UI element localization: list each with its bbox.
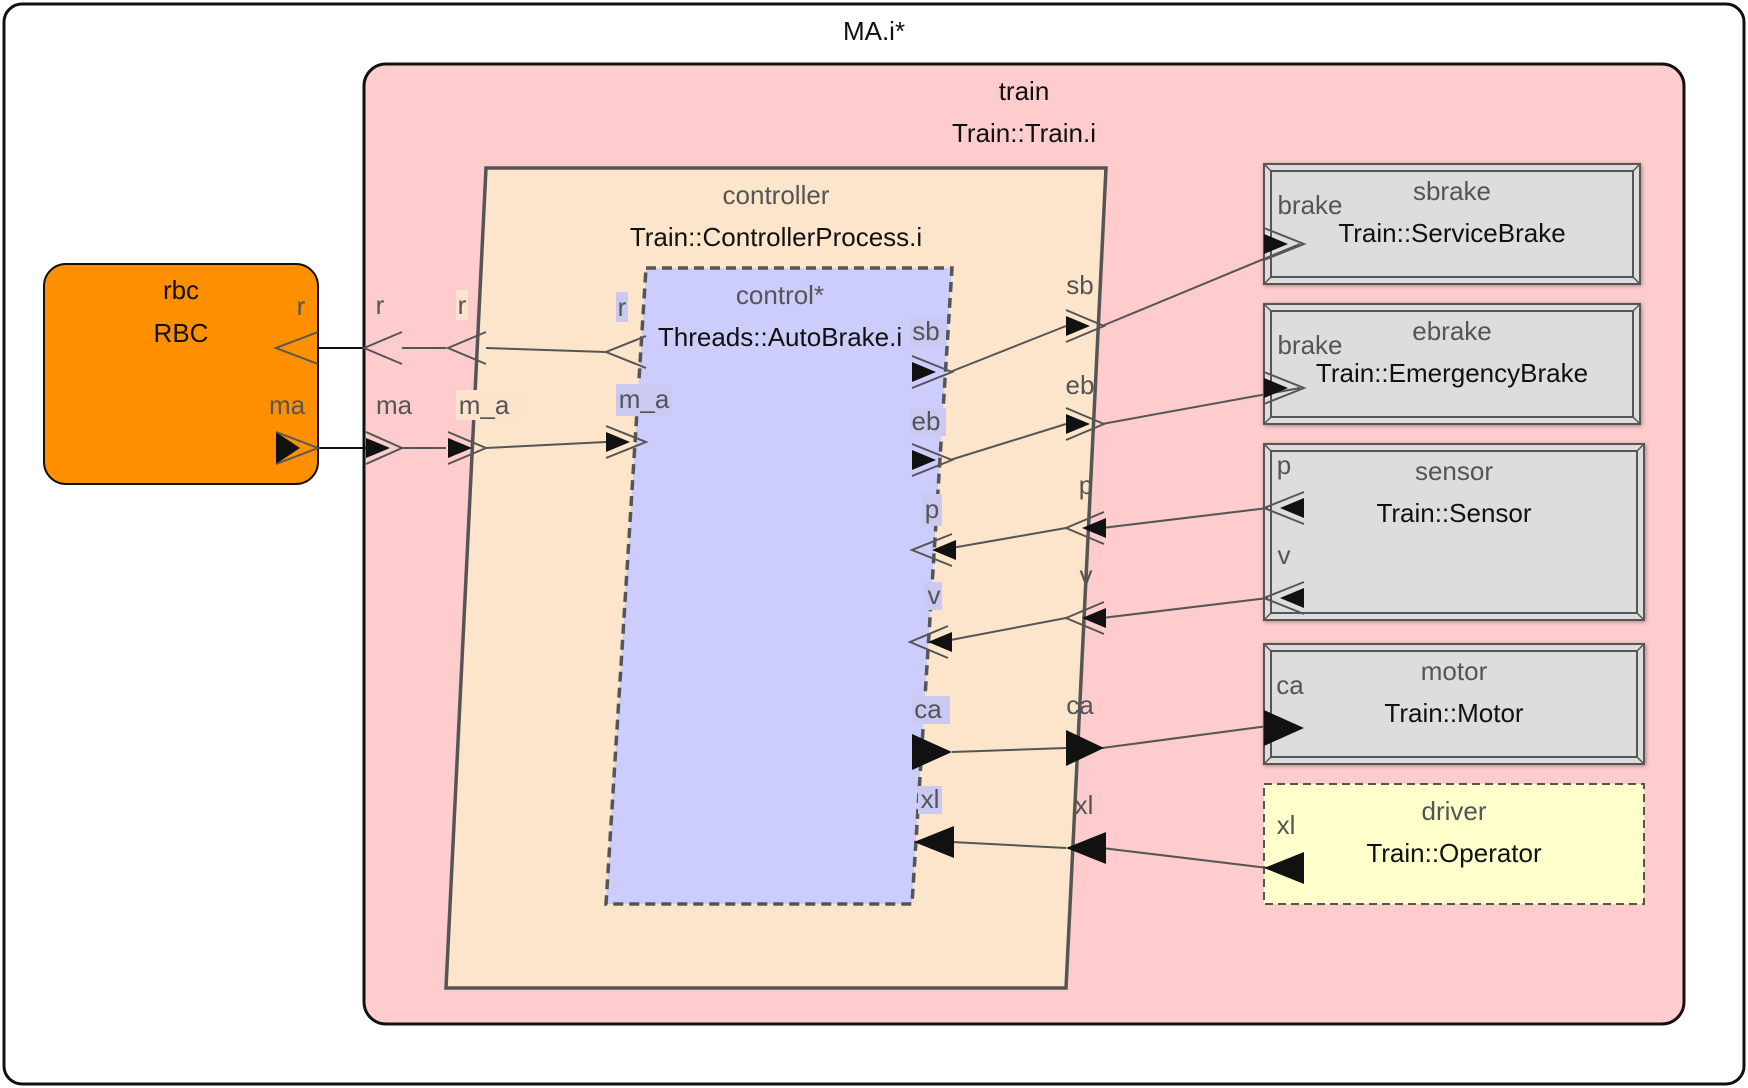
sensor-port-v-icon[interactable]: [1261, 581, 1305, 615]
ebrake-port-brake-icon[interactable]: [1263, 371, 1307, 405]
controller-port-r-icon[interactable]: [445, 331, 487, 365]
controller-port-sb-icon[interactable]: [1065, 309, 1107, 343]
control-port-v-label: v: [928, 580, 941, 610]
control-port-ca-label: ca: [914, 694, 942, 724]
connection-control-xl[interactable]: [951, 841, 1067, 849]
sbrake-port-label: brake: [1277, 190, 1342, 220]
controller-port-m_a-label: m_a: [459, 390, 510, 420]
rbc-box[interactable]: [43, 263, 319, 485]
rbc-port-r-icon[interactable]: [273, 331, 319, 365]
train-port-r-icon[interactable]: [361, 331, 403, 365]
controller-port-xl-icon[interactable]: [1066, 832, 1106, 864]
control-port-xl-label: xl: [921, 784, 940, 814]
controller-port-xl-label: xl: [1075, 790, 1094, 820]
controller-name: controller: [723, 180, 830, 210]
ebrake-port-label: brake: [1277, 330, 1342, 360]
rbc-name: rbc: [163, 275, 199, 305]
connection-control-ca[interactable]: [951, 747, 1067, 753]
sbrake-device[interactable]: [1263, 163, 1641, 285]
sensor-port-v-label: v: [1278, 540, 1291, 570]
driver-port-xl-icon[interactable]: [1264, 852, 1304, 884]
sbrake-name: sbrake: [1413, 176, 1491, 206]
control-port-xl-icon[interactable]: [914, 826, 954, 858]
sbrake-type: Train::ServiceBrake: [1338, 218, 1565, 248]
sbrake-port-brake-icon[interactable]: [1263, 227, 1307, 261]
control-type: Threads::AutoBrake.i: [658, 322, 902, 352]
motor-type: Train::Motor: [1384, 698, 1524, 728]
controller-port-p-icon[interactable]: [1063, 511, 1106, 545]
control-port-sb-icon[interactable]: [911, 355, 955, 389]
rbc-port-ma-icon[interactable]: [275, 431, 321, 465]
train-name: train: [999, 76, 1050, 106]
ebrake-device[interactable]: [1263, 303, 1641, 425]
driver-name: driver: [1421, 796, 1486, 826]
system-title: MA.i*: [843, 16, 905, 46]
connection-controller-v[interactable]: [939, 617, 1067, 643]
connection-controller-sb[interactable]: [1101, 243, 1301, 327]
train-port-r-label: r: [376, 290, 385, 320]
connection-sensor-v[interactable]: [1101, 597, 1269, 619]
sensor-type: Train::Sensor: [1376, 498, 1531, 528]
connection-controller-ca[interactable]: [1101, 725, 1269, 749]
rbc-port-r-label: r: [297, 291, 306, 321]
driver-port-label: xl: [1277, 810, 1296, 840]
motor-port-ca-icon[interactable]: [1264, 710, 1304, 746]
connection-control-sb[interactable]: [949, 325, 1067, 373]
connection-controller-p[interactable]: [939, 527, 1067, 551]
ebrake-name: ebrake: [1412, 316, 1492, 346]
sensor-name: sensor: [1415, 456, 1493, 486]
driver-type: Train::Operator: [1366, 838, 1542, 868]
control-port-sb-label: sb: [912, 316, 939, 346]
control-port-r-icon[interactable]: [603, 335, 647, 369]
train-port-ma-icon[interactable]: [365, 431, 405, 465]
control-port-p-label: p: [925, 494, 939, 524]
control-port-r-label: r: [618, 292, 627, 322]
controller-port-ca-label: ca: [1066, 690, 1094, 720]
control-port-v-icon[interactable]: [907, 625, 952, 659]
controller-port-ca-icon[interactable]: [1066, 730, 1104, 766]
controller-port-p-label: p: [1079, 470, 1093, 500]
connection-controller-m_a[interactable]: [485, 441, 607, 449]
control-port-ca-icon[interactable]: [912, 734, 952, 770]
connection-control-eb[interactable]: [949, 423, 1067, 461]
control-port-p-icon[interactable]: [909, 533, 956, 567]
connection-controller-r[interactable]: [485, 347, 607, 353]
controller-port-r-label: r: [458, 290, 467, 320]
sensor-port-p-label: p: [1277, 450, 1291, 480]
control-port-m_a-icon[interactable]: [605, 425, 649, 459]
controller-port-sb-label: sb: [1066, 270, 1093, 300]
driver-box[interactable]: [1263, 783, 1645, 905]
control-port-eb-icon[interactable]: [911, 443, 955, 477]
rbc-type: RBC: [154, 318, 209, 348]
controller-port-v-label: v: [1080, 560, 1093, 590]
control-thread-box[interactable]: [604, 266, 954, 906]
ebrake-type: Train::EmergencyBrake: [1316, 358, 1588, 388]
controller-port-eb-icon[interactable]: [1065, 407, 1107, 441]
controller-port-v-icon[interactable]: [1063, 601, 1106, 635]
control-port-m_a-label: m_a: [619, 384, 670, 414]
motor-port-label: ca: [1276, 670, 1304, 700]
connection-sensor-p[interactable]: [1101, 507, 1269, 529]
rbc-port-ma-label: ma: [269, 390, 306, 420]
motor-device[interactable]: [1263, 643, 1645, 765]
sensor-device[interactable]: [1263, 443, 1645, 621]
train-type: Train::Train.i: [952, 118, 1096, 148]
control-port-eb-label: eb: [912, 406, 941, 436]
connection-driver-xl[interactable]: [1101, 847, 1269, 869]
train-port-ma-label: ma: [376, 390, 413, 420]
controller-port-eb-label: eb: [1066, 370, 1095, 400]
control-name: control*: [736, 280, 824, 310]
sensor-port-p-icon[interactable]: [1261, 491, 1305, 525]
controller-type: Train::ControllerProcess.i: [630, 222, 922, 252]
controller-port-m_a-icon[interactable]: [447, 431, 489, 465]
motor-name: motor: [1421, 656, 1488, 686]
